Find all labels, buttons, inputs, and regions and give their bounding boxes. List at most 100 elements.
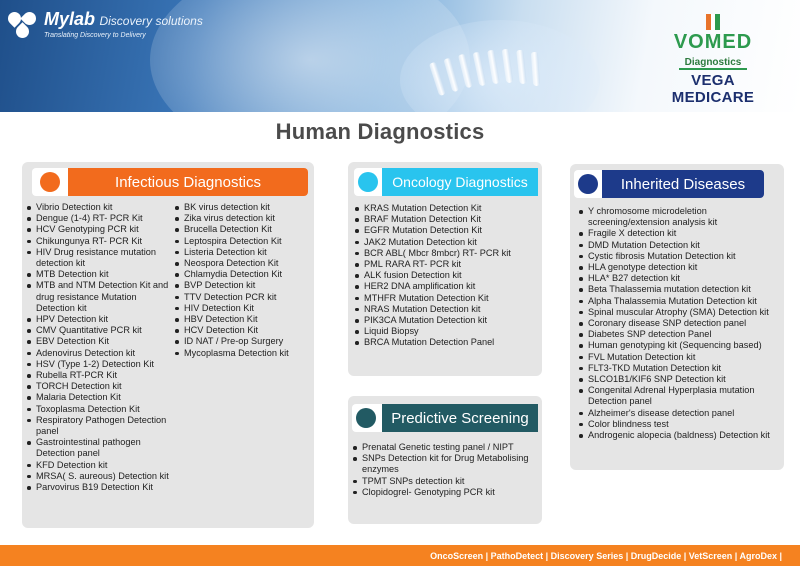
- list-item: Chlamydia Detection Kit: [174, 269, 310, 280]
- list-item: EGFR Mutation Detection Kit: [354, 225, 540, 236]
- inherited-title: Inherited Diseases: [602, 170, 764, 198]
- list-item: BRCA Mutation Detection Panel: [354, 337, 540, 348]
- list-item: Alpha Thalassemia Mutation Detection kit: [578, 296, 784, 307]
- infectious-title: Infectious Diagnostics: [68, 168, 308, 196]
- vomed-logo-text: VOMED: [673, 31, 753, 53]
- list-item: HPV Detection kit: [26, 314, 170, 325]
- list-item: Human genotyping kit (Sequencing based): [578, 340, 784, 351]
- list-item: Gastrointestinal pathogen Detection pane…: [26, 437, 170, 459]
- list-item: FVL Mutation Detection kit: [578, 352, 784, 363]
- list-item: Cystic fibrosis Mutation Detection kit: [578, 251, 784, 262]
- oncology-title: Oncology Diagnostics: [382, 168, 538, 196]
- vega-medicare-logo[interactable]: VOMED Diagnostics VEGA MEDICARE: [648, 14, 778, 106]
- list-item: Respiratory Pathogen Detection panel: [26, 415, 170, 437]
- list-item: Spinal muscular Atrophy (SMA) Detection …: [578, 307, 784, 318]
- list-item: KFD Detection kit: [26, 460, 170, 471]
- list-item: HSV (Type 1-2) Detection Kit: [26, 359, 170, 370]
- list-item: Clopidogrel- Genotyping PCR kit: [352, 487, 540, 498]
- vomed-logo-subtitle: Diagnostics: [678, 57, 748, 70]
- list-item: Congenital Adrenal Hyperplasia mutation …: [578, 385, 784, 407]
- list-item: HLA* B27 detection kit: [578, 273, 784, 284]
- list-item: TPMT SNPs detection kit: [352, 476, 540, 487]
- mylab-logo-icon: [5, 9, 39, 41]
- oncology-diagnostics-panel: Oncology Diagnostics KRAS Mutation Detec…: [348, 162, 542, 376]
- oncology-header: Oncology Diagnostics: [354, 168, 538, 196]
- list-item: ALK fusion Detection kit: [354, 270, 540, 281]
- list-item: Neospora Detection Kit: [174, 258, 310, 269]
- list-item: Y chromosome microdeletion screening/ext…: [578, 206, 784, 228]
- list-item: Toxoplasma Detection Kit: [26, 404, 170, 415]
- list-item: Parvovirus B19 Detection Kit: [26, 482, 170, 493]
- list-item: PIK3CA Mutation Detection kit: [354, 315, 540, 326]
- list-item: BRAF Mutation Detection Kit: [354, 214, 540, 225]
- list-item: Malaria Detection Kit: [26, 392, 170, 403]
- list-item: Chikungunya RT- PCR Kit: [26, 236, 170, 247]
- list-item: Vibrio Detection kit: [26, 202, 170, 213]
- list-item: Diabetes SNP detection Panel: [578, 329, 784, 340]
- list-item: KRAS Mutation Detection Kit: [354, 203, 540, 214]
- inherited-header: Inherited Diseases: [574, 170, 764, 198]
- list-item: Fragile X detection kit: [578, 228, 784, 239]
- list-item: Prenatal Genetic testing panel / NIPT: [352, 442, 540, 453]
- predictive-header: Predictive Screening: [352, 404, 538, 432]
- predictive-screening-panel: Predictive Screening Prenatal Genetic te…: [348, 396, 542, 524]
- list-item: Beta Thalassemia mutation detection kit: [578, 284, 784, 295]
- brand-name: Mylab: [44, 9, 96, 29]
- list-item: HCV Genotyping PCR kit: [26, 224, 170, 235]
- navy-dot-icon: [578, 174, 598, 194]
- list-item: PML RARA RT- PCR kit: [354, 259, 540, 270]
- list-item: Androgenic alopecia (baldness) Detection…: [578, 430, 784, 441]
- list-item: Rubella RT-PCR Kit: [26, 370, 170, 381]
- footer-product-lines: OncoScreen | PathoDetect | Discovery Ser…: [0, 545, 800, 566]
- list-item: HLA genotype detection kit: [578, 262, 784, 273]
- mylab-logo[interactable]: Mylab Discovery solutions Translating Di…: [5, 9, 203, 41]
- list-item: CMV Quantitative PCR kit: [26, 325, 170, 336]
- list-item: Dengue (1-4) RT- PCR Kit: [26, 213, 170, 224]
- list-item: HIV Detection Kit: [174, 303, 310, 314]
- brand-tagline: Translating Discovery to Delivery: [44, 32, 146, 39]
- list-item: NRAS Mutation Detection kit: [354, 304, 540, 315]
- page-title: Human Diagnostics: [275, 119, 485, 144]
- list-item: TORCH Detection kit: [26, 381, 170, 392]
- header-banner: Mylab Discovery solutions Translating Di…: [0, 0, 800, 112]
- list-item: ID NAT / Pre-op Surgery: [174, 336, 310, 347]
- list-item: MTHFR Mutation Detection Kit: [354, 293, 540, 304]
- list-item: Liquid Biopsy: [354, 326, 540, 337]
- partner-name: VEGA MEDICARE: [671, 72, 755, 106]
- list-item: EBV Detection Kit: [26, 336, 170, 347]
- list-item: Coronary disease SNP detection panel: [578, 318, 784, 329]
- list-item: Adenovirus Detection kit: [26, 348, 170, 359]
- list-item: Alzheimer's disease detection panel: [578, 408, 784, 419]
- orange-dot-icon: [40, 172, 60, 192]
- inherited-diseases-panel: Inherited Diseases Y chromosome microdel…: [570, 164, 784, 470]
- list-item: Brucella Detection Kit: [174, 224, 310, 235]
- flag-icon: [706, 14, 721, 30]
- list-item: Listeria Detection kit: [174, 247, 310, 258]
- list-item: HBV Detection Kit: [174, 314, 310, 325]
- list-item: MRSA( S. aureous) Detection kit: [26, 471, 170, 482]
- list-item: MTB and NTM Detection Kit and drug resis…: [26, 280, 170, 314]
- list-item: Leptospira Detection Kit: [174, 236, 310, 247]
- list-item: SNPs Detection kit for Drug Metabolising…: [352, 453, 540, 475]
- teal-dot-icon: [356, 408, 376, 428]
- list-item: TTV Detection PCR kit: [174, 292, 310, 303]
- list-item: JAK2 Mutation Detection kit: [354, 237, 540, 248]
- inherited-list: Y chromosome microdeletion screening/ext…: [578, 206, 784, 441]
- list-item: HIV Drug resistance mutation detection k…: [26, 247, 170, 269]
- list-item: Zika virus detection kit: [174, 213, 310, 224]
- list-item: Mycoplasma Detection kit: [174, 348, 310, 359]
- cyan-dot-icon: [358, 172, 378, 192]
- list-item: BK virus detection kit: [174, 202, 310, 213]
- list-item: FLT3-TKD Mutation Detection kit: [578, 363, 784, 374]
- list-item: BCR ABL( Mbcr 8mbcr) RT- PCR kit: [354, 248, 540, 259]
- list-item: DMD Mutation Detection kit: [578, 240, 784, 251]
- list-item: HCV Detection Kit: [174, 325, 310, 336]
- test-tubes-illustration: [428, 48, 590, 108]
- list-item: BVP Detection kit: [174, 280, 310, 291]
- infectious-header: Infectious Diagnostics: [32, 168, 308, 196]
- list-item: Color blindness test: [578, 419, 784, 430]
